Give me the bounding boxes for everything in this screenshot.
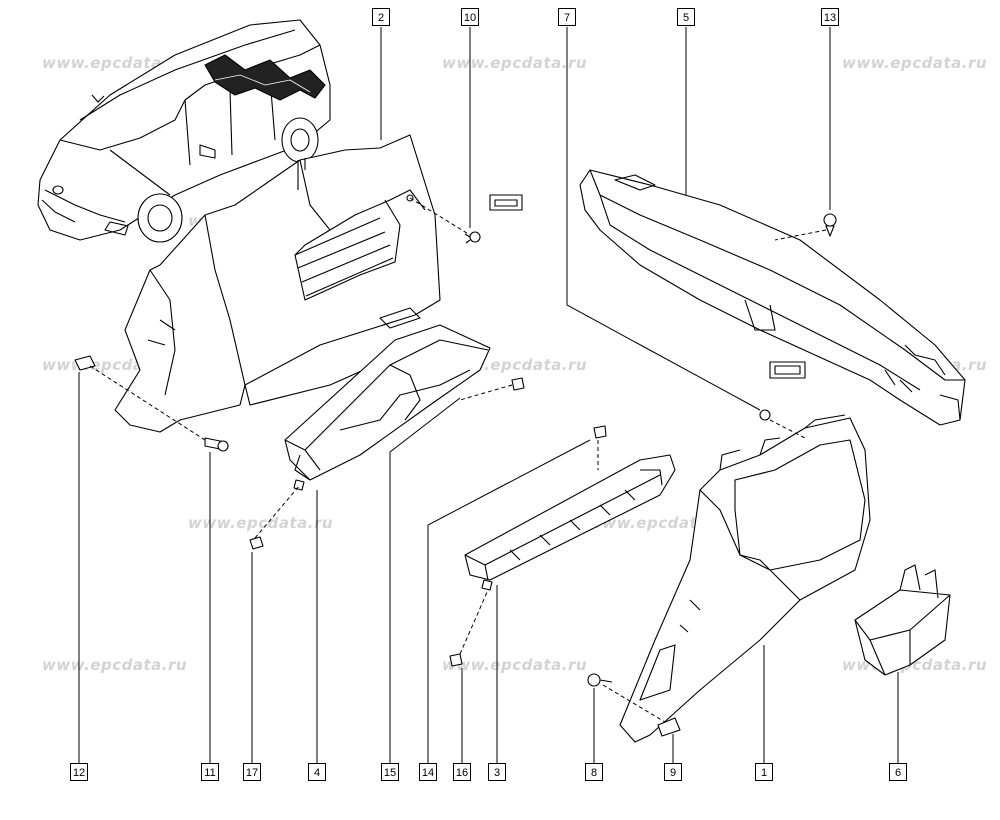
part-4-sill-trim [284, 324, 491, 481]
callout-4: 4 [308, 763, 326, 781]
part-1-quarter-trim [619, 414, 871, 743]
callout-16: 16 [453, 763, 471, 781]
callout-8: 8 [585, 763, 603, 781]
watermark: www.epcdata.ru [188, 514, 334, 532]
watermark: www.epcdata.ru [842, 54, 988, 72]
vehicle-illustration [37, 19, 331, 243]
callout-1: 1 [755, 763, 773, 781]
part-5-crossmember [579, 169, 966, 426]
watermark: www.epcdata.ru [442, 54, 588, 72]
callout-13: 13 [821, 8, 839, 26]
assembly-dashed-lines [89, 197, 827, 723]
callout-5: 5 [677, 8, 695, 26]
callout-3: 3 [488, 763, 506, 781]
callout-10: 10 [461, 8, 479, 26]
callout-2: 2 [372, 8, 390, 26]
callout-7: 7 [558, 8, 576, 26]
watermark: www.epcdata.ru [42, 54, 188, 72]
callout-9: 9 [664, 763, 682, 781]
callout-17: 17 [243, 763, 261, 781]
watermark: www.epcdata.ru [42, 656, 188, 674]
callout-6: 6 [889, 763, 907, 781]
part-6-bin [854, 564, 951, 676]
part-2-side-trim [114, 134, 441, 433]
leader-lines [78, 27, 899, 763]
part-3-rail [464, 454, 676, 581]
callout-14: 14 [419, 763, 437, 781]
fasteners [74, 194, 837, 737]
callout-15: 15 [381, 763, 399, 781]
callout-12: 12 [70, 763, 88, 781]
callout-11: 11 [201, 763, 219, 781]
watermark: www.epcdata.ru [442, 656, 588, 674]
